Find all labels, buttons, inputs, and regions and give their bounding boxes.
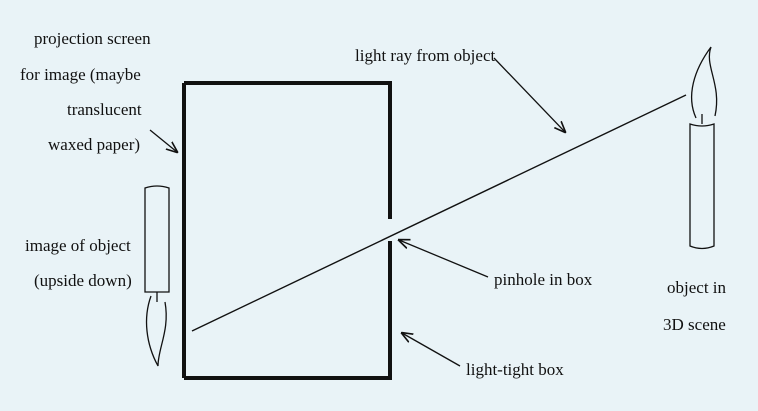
pinhole-arrow	[399, 240, 489, 278]
box-arrow	[402, 333, 461, 367]
screen-label-line-2: for image (maybe	[20, 65, 141, 84]
screen-label-line-4: waxed paper)	[48, 135, 140, 154]
pinhole-label: pinhole in box	[494, 270, 593, 289]
image-candle-icon	[144, 185, 170, 367]
screen-label: projection screen for image (maybe trans…	[20, 29, 151, 154]
screen-label-line-3: translucent	[67, 100, 142, 119]
ray-label: light ray from object	[355, 46, 495, 65]
object-candle-icon	[689, 46, 718, 250]
image-label-line-2: (upside down)	[34, 271, 132, 290]
image-label-line-1: image of object	[25, 236, 131, 255]
object-label-line-2: 3D scene	[663, 315, 726, 334]
box-label: light-tight box	[466, 360, 564, 379]
light-ray-line	[191, 94, 687, 332]
object-label: object in 3D scene	[663, 278, 727, 334]
light-tight-box	[182, 81, 392, 380]
object-label-line-1: object in	[667, 278, 727, 297]
ray-arrow	[493, 57, 565, 132]
image-label: image of object (upside down)	[25, 236, 132, 290]
screen-label-line-1: projection screen	[34, 29, 151, 48]
screen-arrow	[149, 129, 177, 152]
